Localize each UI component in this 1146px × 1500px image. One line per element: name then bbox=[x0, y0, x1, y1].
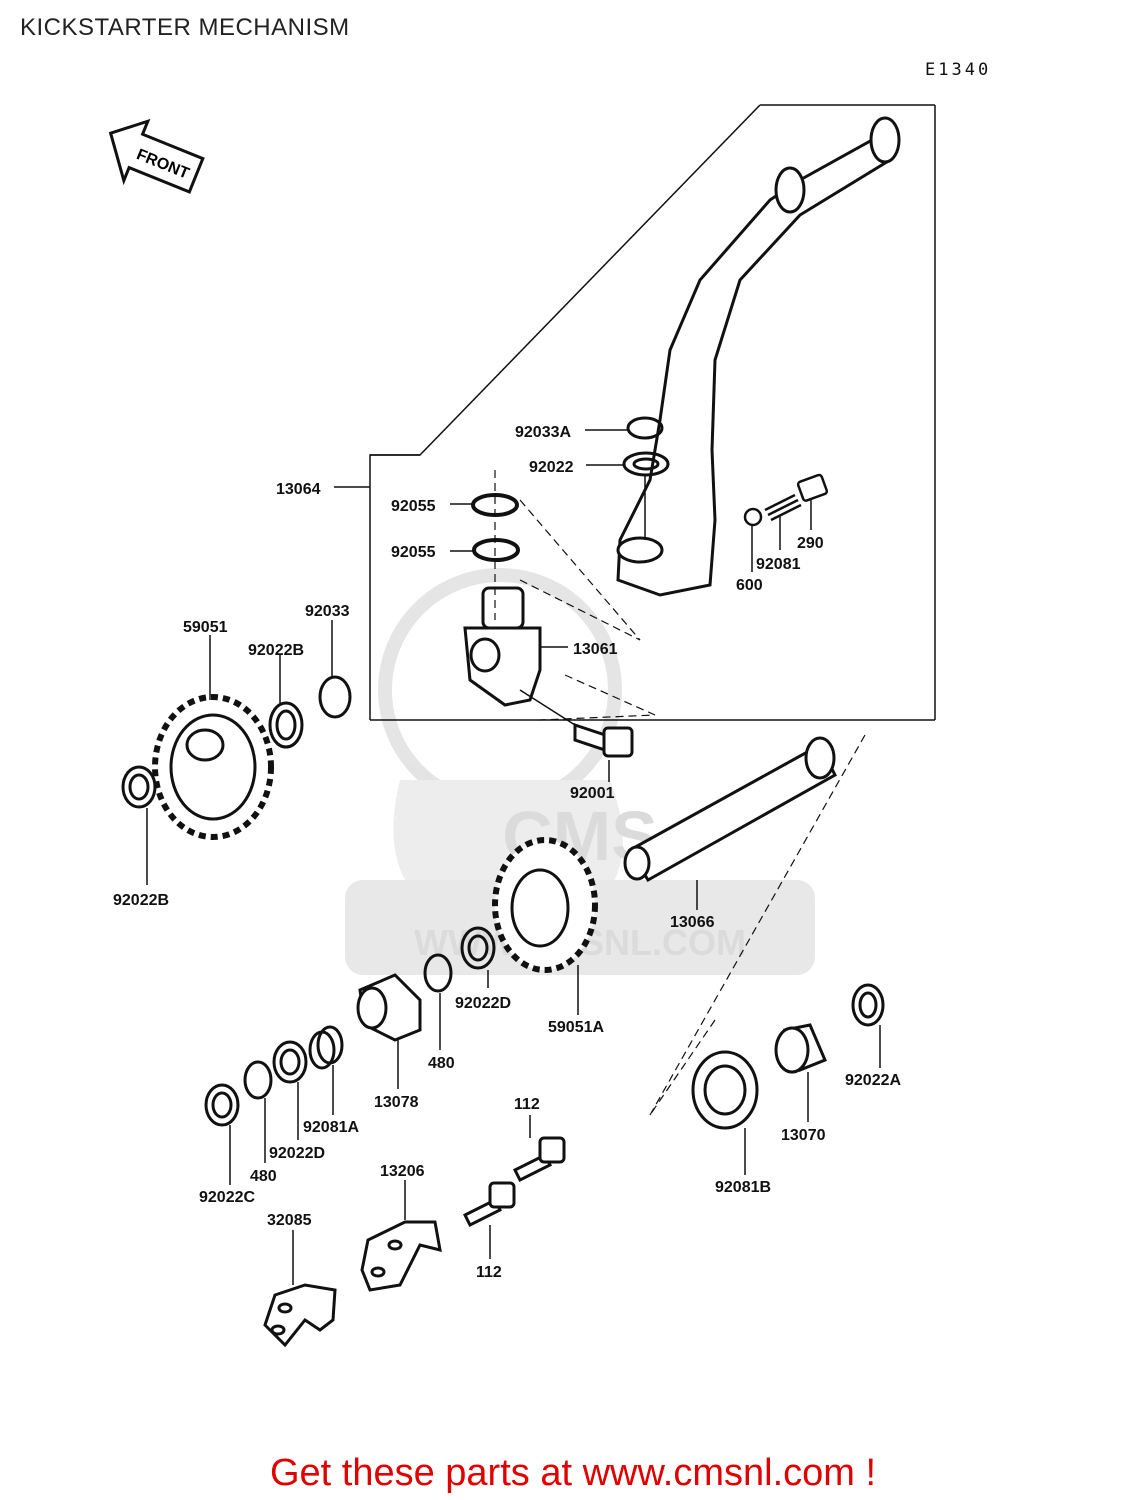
label-13061: 13061 bbox=[573, 641, 618, 658]
circlip-480-a bbox=[423, 953, 453, 993]
label-290: 290 bbox=[797, 535, 824, 552]
ratchet-13078 bbox=[356, 973, 422, 1042]
circlip-92033 bbox=[318, 675, 352, 719]
washer-92022B-a bbox=[268, 701, 304, 749]
gear-59051A bbox=[492, 837, 598, 973]
bolt-92001 bbox=[519, 689, 634, 758]
label-32085: 32085 bbox=[267, 1212, 312, 1229]
holder-13070 bbox=[774, 1023, 827, 1074]
label-92055-a: 92055 bbox=[391, 498, 436, 515]
washer-92022C bbox=[204, 1083, 240, 1127]
circlip-92033A bbox=[626, 416, 664, 440]
washer-92022A bbox=[851, 983, 885, 1027]
label-480-b: 480 bbox=[250, 1168, 277, 1185]
diagram-code: E1340 bbox=[925, 60, 992, 80]
washer-92022D-b bbox=[272, 1040, 308, 1084]
label-112-b: 112 bbox=[476, 1264, 502, 1281]
label-92033A: 92033A bbox=[515, 424, 571, 441]
label-92033: 92033 bbox=[305, 603, 350, 620]
circlip-480-b bbox=[243, 1060, 273, 1100]
label-600: 600 bbox=[736, 577, 763, 594]
label-92081: 92081 bbox=[756, 556, 801, 573]
washer-92022 bbox=[622, 451, 670, 477]
label-92081A: 92081A bbox=[303, 1119, 359, 1136]
label-13206: 13206 bbox=[380, 1163, 425, 1180]
detent-parts bbox=[743, 473, 829, 527]
front-arrow-icon: FRONT bbox=[108, 118, 205, 194]
label-92022B-a: 92022B bbox=[248, 642, 304, 659]
label-92001: 92001 bbox=[570, 785, 615, 802]
shaft-13066 bbox=[623, 736, 837, 883]
plate-13206 bbox=[360, 1220, 442, 1292]
alignment-lines bbox=[494, 470, 866, 1116]
label-92055-b: 92055 bbox=[391, 544, 436, 561]
boss-13061 bbox=[463, 586, 542, 707]
cta-link[interactable]: Get these parts at www.cmsnl.com ! bbox=[269, 1452, 877, 1494]
leader-lines bbox=[146, 429, 881, 1285]
label-92022B-b: 92022B bbox=[113, 892, 169, 909]
label-92022A: 92022A bbox=[845, 1072, 901, 1089]
exploded-parts-diagram: CMS WWW.CMSNL.COM FRONT bbox=[108, 104, 936, 1348]
label-92081B: 92081B bbox=[715, 1179, 771, 1196]
label-13070: 13070 bbox=[781, 1127, 826, 1144]
label-480-a: 480 bbox=[428, 1055, 455, 1072]
label-92022D-b: 92022D bbox=[269, 1145, 325, 1162]
label-13064: 13064 bbox=[276, 481, 321, 498]
page-title: KICKSTARTER MECHANISM bbox=[20, 14, 350, 41]
label-13066: 13066 bbox=[670, 914, 715, 931]
washer-92022B-b bbox=[121, 765, 157, 809]
washer-92022D-a bbox=[460, 926, 496, 970]
label-59051: 59051 bbox=[183, 619, 228, 636]
kick-lever bbox=[616, 116, 901, 597]
label-92022: 92022 bbox=[529, 459, 574, 476]
spring-92081B bbox=[691, 1050, 759, 1130]
bolt-112-b bbox=[462, 1181, 516, 1228]
label-92022D-a: 92022D bbox=[455, 995, 511, 1012]
label-112-a: 112 bbox=[514, 1096, 540, 1113]
plate-32085 bbox=[263, 1283, 337, 1348]
gear-59051 bbox=[152, 694, 274, 840]
label-92022C: 92022C bbox=[199, 1189, 255, 1206]
assembly-13064-frame bbox=[369, 104, 936, 721]
label-13078: 13078 bbox=[374, 1094, 419, 1111]
part-labels: 92033A 92022 13064 92055 92055 290 92081… bbox=[113, 424, 901, 1281]
label-59051A: 59051A bbox=[548, 1019, 604, 1036]
bolt-112-a bbox=[512, 1136, 566, 1183]
spring-92081A bbox=[308, 1025, 344, 1070]
